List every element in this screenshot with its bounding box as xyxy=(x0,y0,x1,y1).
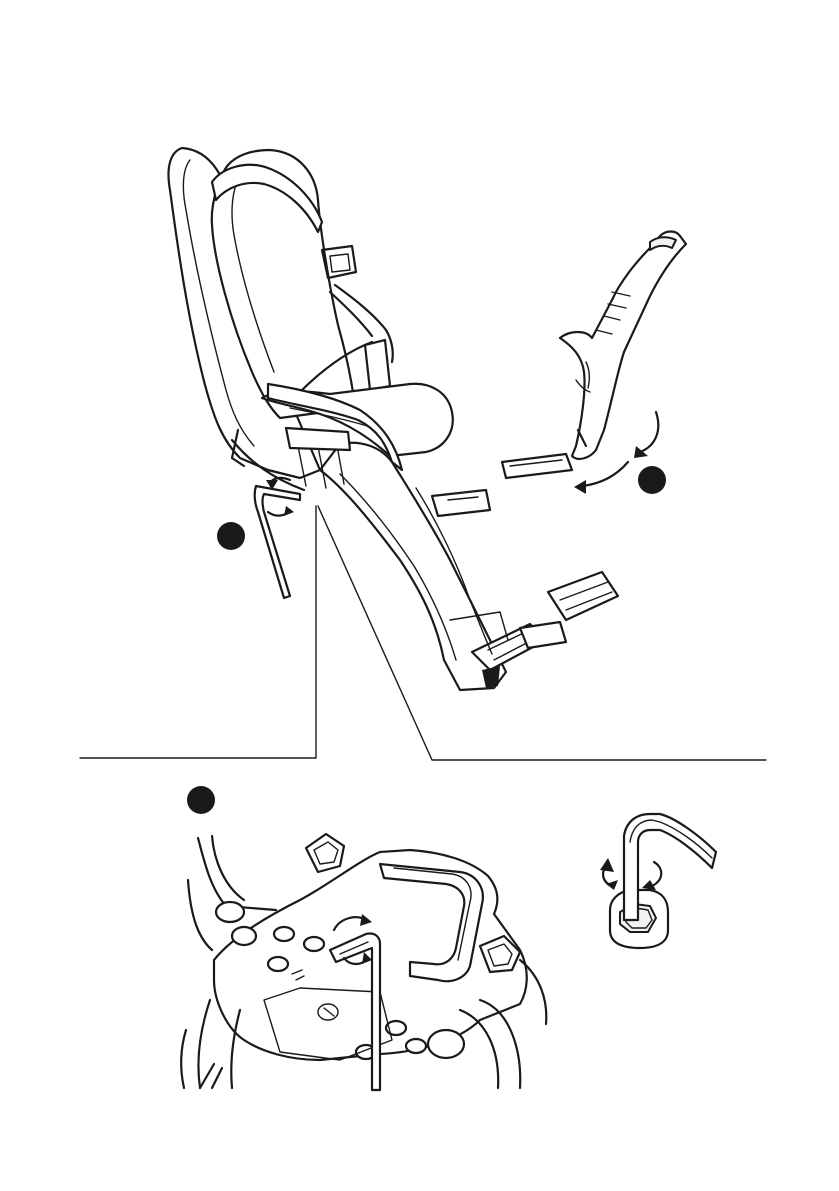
step-a-marker xyxy=(217,522,245,550)
step-b-marker xyxy=(638,466,666,494)
mounting-bracket-icon xyxy=(502,232,686,479)
child-bike-seat-icon xyxy=(169,148,619,690)
hex-key-icon xyxy=(624,814,716,920)
hex-key-icon xyxy=(255,486,300,598)
step-c-marker xyxy=(187,786,215,814)
